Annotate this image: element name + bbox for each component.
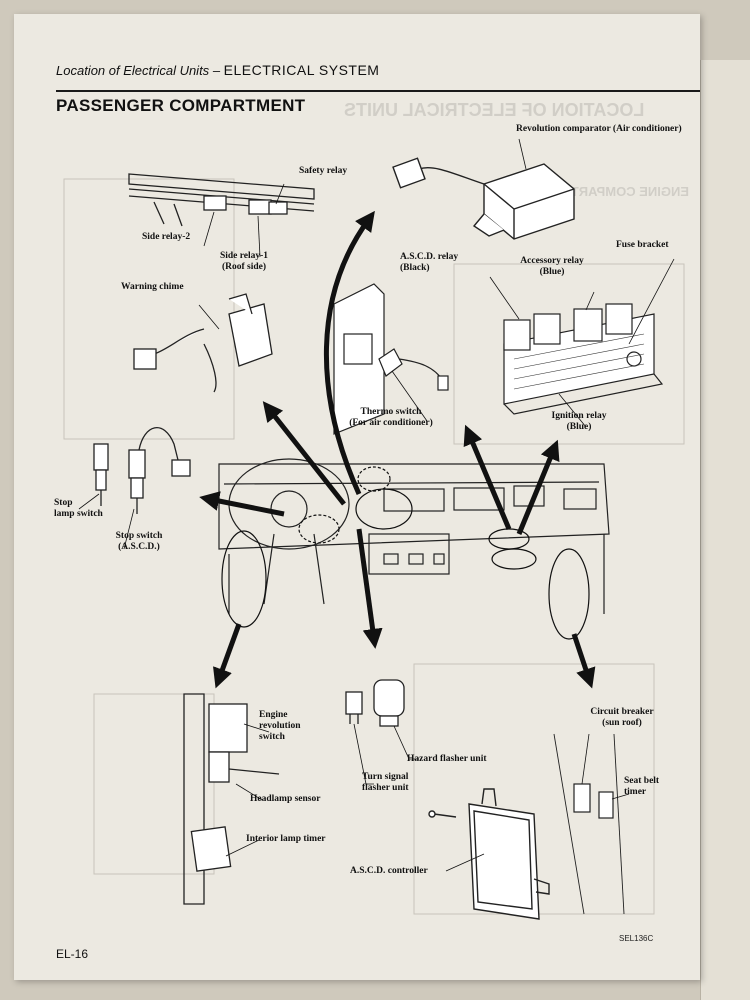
label-ascd-controller: A.S.C.D. controller (350, 866, 428, 876)
stop-switch-leaders (78, 493, 135, 550)
label-fuse-bracket: Fuse bracket (616, 240, 669, 250)
label-engine-revolution-line2: revolution (259, 721, 301, 731)
ascd-controller-drawing (428, 788, 550, 920)
label-turn-signal-line2: flasher unit (362, 783, 409, 793)
label-hazard-flasher-unit: Hazard flasher unit (407, 754, 487, 764)
label-accessory-relay-color: (Blue) (539, 267, 565, 277)
running-head-separator: – (212, 63, 221, 78)
warning-chime-drawing (133, 293, 273, 393)
label-safety-relay: Safety relay (299, 166, 348, 176)
label-stop-lamp-switch-line2: lamp switch (54, 509, 103, 519)
flasher-leaders (353, 723, 419, 785)
label-side-relay-1: Side relay-1 (Roof side) (204, 251, 284, 273)
label-headlamp-sensor: Headlamp sensor (250, 794, 321, 804)
label-seat-belt-timer: Seat belt timer (624, 776, 659, 798)
label-seat-belt-line2: timer (624, 787, 647, 797)
label-circuit-breaker-line: Circuit breaker (590, 707, 654, 717)
running-head-section: Location of Electrical Units (56, 63, 210, 78)
label-ignition-relay: Ignition relay (Blue) (539, 411, 619, 433)
label-circuit-breaker-note: (sun roof) (602, 718, 642, 728)
page-number: EL-16 (56, 947, 89, 961)
dashboard-drawing (218, 458, 610, 614)
engine-switch-leaders (225, 723, 270, 857)
label-turn-signal-line1: Turn signal (362, 772, 409, 782)
figure-code: SEL136C (619, 934, 654, 943)
fuse-block-drawing (503, 303, 664, 415)
label-ignition-relay-line: Ignition relay (551, 411, 607, 421)
label-engine-revolution-line1: Engine (259, 710, 288, 720)
label-engine-revolution-line3: switch (259, 732, 285, 742)
label-stop-switch: Stop switch (A.S.C.D.) (104, 531, 174, 553)
label-side-relay-2: Side relay-2 (142, 232, 191, 242)
label-ascd-relay: A.S.C.D. relay (Black) (400, 252, 458, 274)
running-head: Location of Electrical Units – ELECTRICA… (56, 62, 379, 78)
roof-relays-drawing (128, 173, 315, 227)
flasher-units-drawing (345, 679, 405, 727)
label-accessory-relay: Accessory relay (Blue) (512, 256, 592, 278)
header-rule (56, 90, 700, 92)
running-head-system: ELECTRICAL SYSTEM (223, 62, 380, 78)
adjacent-page-edge (700, 60, 750, 1000)
passenger-compartment-diagram (63, 138, 685, 920)
label-revolution-comparator: Revolution comparator (Air conditioner) (516, 124, 682, 134)
label-circuit-breaker: Circuit breaker (sun roof) (582, 707, 662, 729)
manual-page: LOCATION OF ELECTRICAL UNITS ENGINE COMP… (14, 14, 700, 980)
label-stop-lamp-switch: Stop lamp switch (54, 498, 103, 520)
label-accessory-relay-line: Accessory relay (520, 256, 584, 266)
label-turn-signal-flasher: Turn signal flasher unit (362, 772, 409, 794)
label-ascd-relay-line: A.S.C.D. relay (400, 252, 459, 262)
stop-switches-drawing (93, 427, 191, 514)
fuse-row (513, 333, 645, 390)
label-thermo-switch: Thermo switch (For air conditioner) (336, 407, 446, 429)
label-stop-switch-line: Stop switch (115, 531, 163, 541)
fuse-leaders (489, 258, 675, 428)
breaker-leaders (581, 733, 630, 800)
label-roof-side: (Roof side) (221, 262, 267, 272)
engine-revolution-switch-drawing (183, 693, 280, 905)
label-thermo-switch-line: Thermo switch (360, 407, 422, 417)
label-seat-belt-line1: Seat belt (624, 776, 660, 786)
label-thermo-switch-note: (For air conditioner) (349, 418, 433, 428)
label-side-relay-1-line: Side relay-1 (219, 251, 269, 261)
label-engine-revolution-switch: Engine revolution switch (259, 710, 301, 743)
label-ascd-relay-color: (Black) (400, 263, 430, 273)
label-warning-chime: Warning chime (121, 282, 184, 292)
location-callouts (221, 466, 590, 640)
breaker-timer-drawing (553, 733, 625, 915)
location-arrows (199, 210, 596, 689)
label-stop-switch-note: (A.S.C.D.) (118, 542, 160, 552)
thermo-switch-drawing (333, 283, 449, 435)
page-title: PASSENGER COMPARTMENT (56, 96, 306, 115)
revolution-comparator-drawing (392, 157, 575, 240)
label-interior-lamp-timer: Interior lamp timer (246, 834, 326, 844)
label-ignition-relay-color: (Blue) (566, 422, 592, 432)
roof-relay-leaders (203, 183, 285, 258)
label-stop-lamp-switch-line1: Stop (54, 498, 73, 508)
